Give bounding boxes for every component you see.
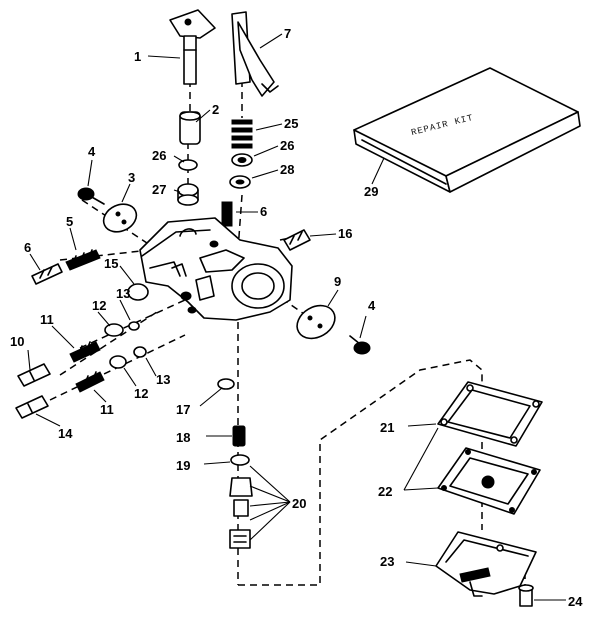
callout-1: 1	[134, 49, 141, 64]
part-8-screw	[221, 201, 233, 227]
part-9-choke-plate	[296, 304, 336, 340]
callout-21: 21	[380, 420, 394, 435]
part-5-idle-screw	[65, 249, 101, 271]
callout-5: 5	[66, 214, 73, 229]
part-2-spring	[179, 111, 201, 145]
callout-4-upper: 4	[88, 144, 96, 159]
part-11-spring-upper	[69, 341, 101, 363]
callout-26-right: 26	[280, 138, 294, 153]
callout-13-upper: 13	[116, 286, 130, 301]
part-25-spring	[231, 119, 253, 149]
part-13-washer-lower	[133, 346, 147, 358]
callout-14: 14	[58, 426, 73, 441]
callout-23: 23	[380, 554, 394, 569]
leader-lines	[27, 33, 566, 601]
callout-10: 10	[10, 334, 24, 349]
callout-12-upper: 12	[92, 298, 106, 313]
callout-16: 16	[338, 226, 352, 241]
callout-6: 6	[24, 240, 31, 255]
callout-2: 2	[212, 102, 219, 117]
callout-12-lower: 12	[134, 386, 148, 401]
part-13-washer-upper	[128, 321, 140, 331]
callout-18: 18	[176, 430, 190, 445]
callout-26-left: 26	[152, 148, 166, 163]
callout-11-lower: 11	[100, 402, 114, 417]
callout-20: 20	[292, 496, 306, 511]
part-18-jet	[232, 425, 246, 447]
part-4-screw-lower	[349, 335, 371, 355]
callout-24: 24	[568, 594, 583, 609]
part-22-diaphragm	[437, 447, 541, 515]
part-7-choke-shaft	[231, 11, 279, 97]
callout-17: 17	[176, 402, 190, 417]
part-20-needle-group	[229, 477, 253, 549]
callout-28: 28	[280, 162, 294, 177]
callout-11-upper: 11	[40, 312, 54, 327]
callout-9: 9	[334, 274, 341, 289]
callout-8: 6	[260, 204, 267, 219]
callout-22: 22	[378, 484, 392, 499]
callout-19: 19	[176, 458, 190, 473]
part-16-inlet-fitting	[283, 229, 311, 251]
callout-7: 7	[284, 26, 291, 41]
callout-4-lower: 4	[368, 298, 376, 313]
part-19-gasket	[230, 454, 250, 466]
part-26-washers	[178, 153, 253, 171]
part-6-screw-left	[31, 263, 63, 285]
carburetor-body	[139, 217, 293, 321]
part-17-plug	[217, 378, 235, 390]
callout-3: 3	[128, 170, 135, 185]
callout-13-lower: 13	[156, 372, 170, 387]
part-14-needle	[15, 395, 49, 419]
callout-numbers: 1 7 2 25 26 26 28 27 6 29 4 3 5 6 15 16 …	[10, 26, 583, 609]
part-29-repair-kit-box: REPAIR KIT	[353, 67, 581, 193]
callout-27: 27	[152, 182, 166, 197]
part-28-seal	[229, 175, 251, 189]
part-21-gasket	[437, 381, 543, 447]
part-11-spring-lower	[75, 371, 105, 393]
part-4-screw-upper	[77, 187, 105, 205]
part-1-throttle-shaft	[169, 9, 216, 85]
callout-29: 29	[364, 184, 378, 199]
part-27-seal	[177, 183, 199, 206]
part-3-throttle-plate	[102, 203, 138, 233]
callout-25: 25	[284, 116, 298, 131]
part-15-seal	[127, 283, 149, 301]
callout-15: 15	[104, 256, 118, 271]
part-10-needle	[17, 363, 51, 387]
part-24-screw	[518, 584, 534, 607]
part-12-spring-lower	[109, 355, 127, 369]
part-12-spring-upper	[104, 323, 124, 337]
